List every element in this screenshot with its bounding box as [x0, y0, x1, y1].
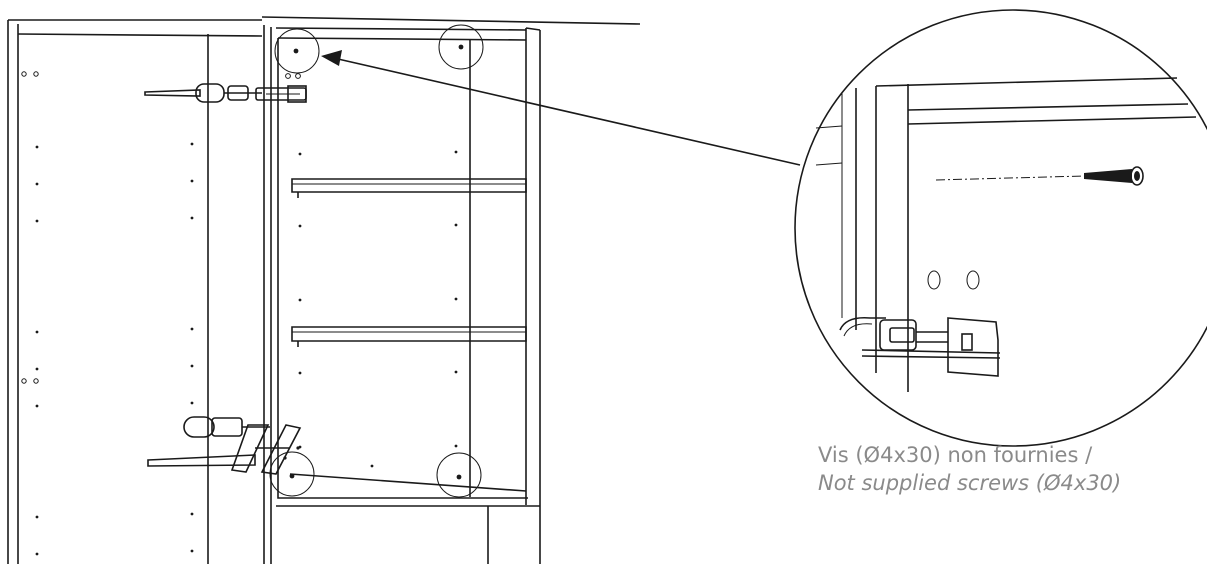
screw-points — [269, 24, 484, 498]
clamp-icon — [144, 83, 307, 103]
screw-icon — [935, 166, 1144, 186]
shelf-upper — [291, 178, 527, 198]
left-cabinet — [7, 16, 641, 564]
left-cabinet-holes — [21, 71, 194, 556]
arrow-icon — [321, 50, 801, 166]
clamp-icon — [147, 416, 302, 475]
callout-text-en: Not supplied screws (Ø4x30) — [818, 471, 1122, 495]
right-cabinet-holes — [285, 73, 458, 468]
screw-callout: Vis (Ø4x30) non fournies / Not supplied … — [818, 441, 1198, 497]
detail-magnifier — [794, 9, 1207, 447]
shelf-lower — [291, 326, 527, 347]
callout-text-fr: Vis (Ø4x30) non fournies / — [818, 443, 1093, 467]
clamp-icon — [839, 316, 1001, 377]
right-cabinet — [275, 27, 541, 564]
